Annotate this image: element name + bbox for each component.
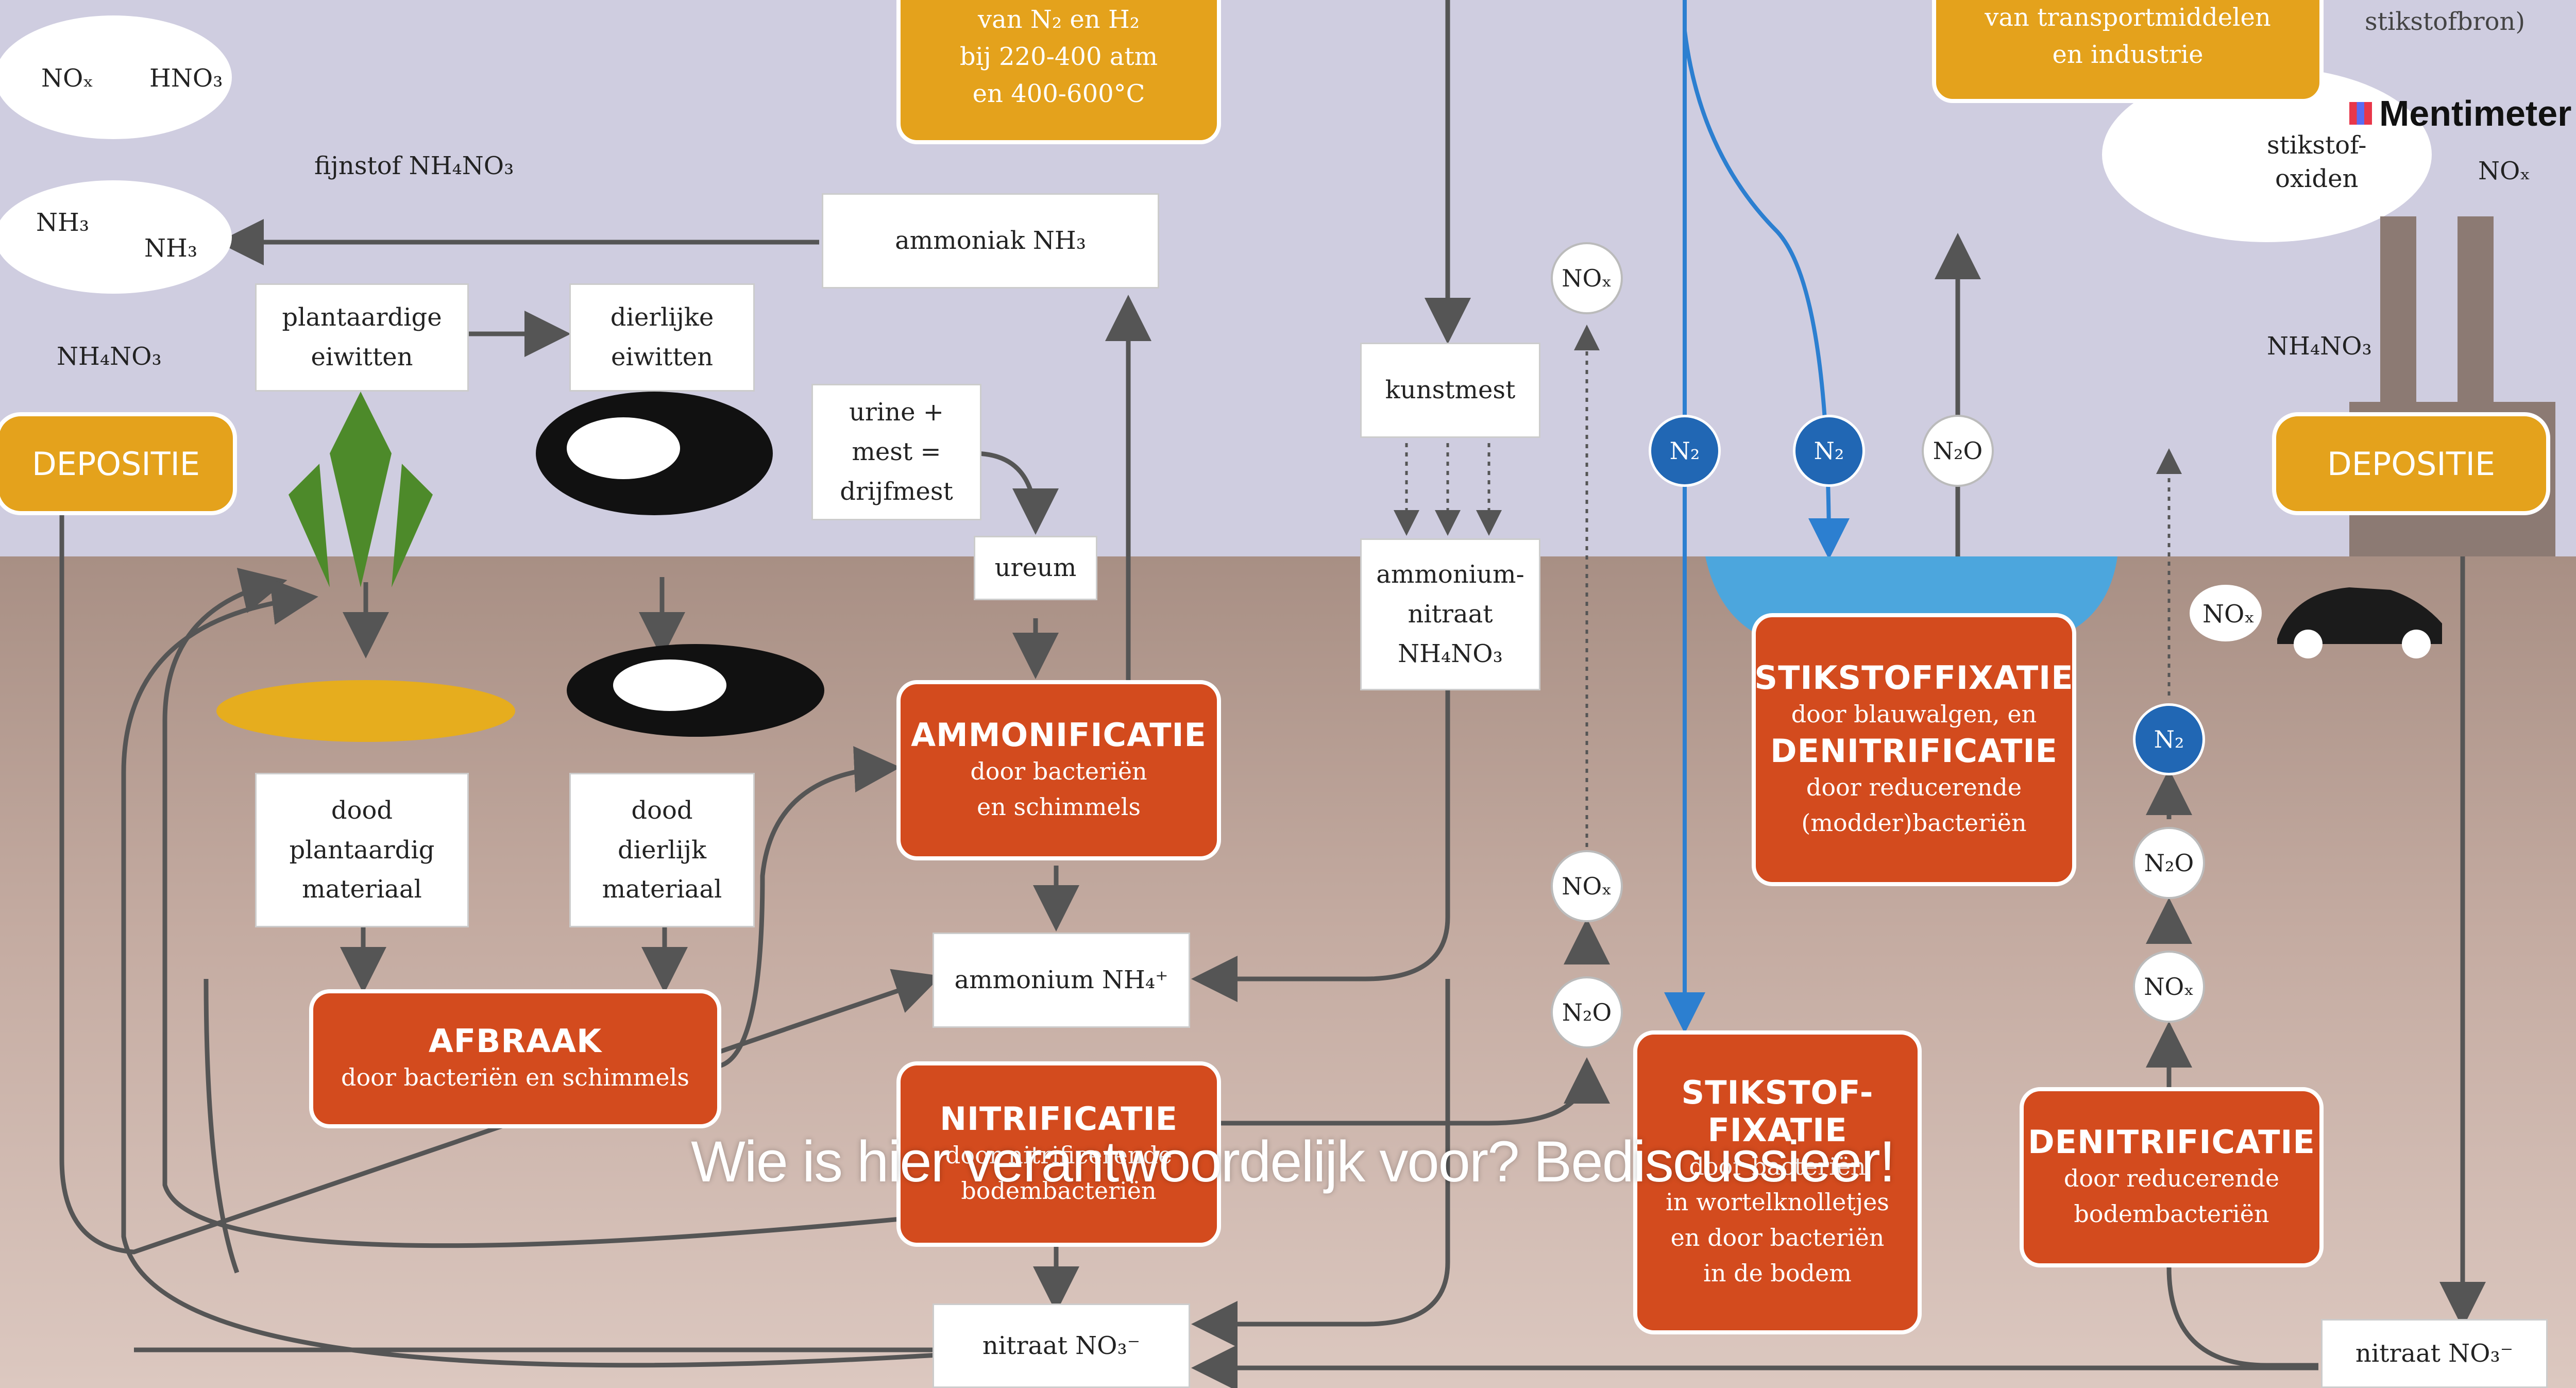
- ammonificatie-sub-2: en schimmels: [977, 792, 1141, 821]
- ammoniumnitraat-box: ammonium- nitraat NH₄NO₃: [1360, 538, 1540, 690]
- stikstofoxiden-line-2: oxiden: [2275, 164, 2359, 193]
- ammoniak-box: ammoniak NH₃: [822, 193, 1159, 289]
- transport-line-1: van transportmiddelen: [1985, 3, 2271, 32]
- mentimeter-logo: Mentimeter: [2349, 93, 2571, 134]
- dood-dier-line-1: dood: [631, 795, 693, 825]
- discussion-question-overlay: Wie is hier verantwoordelijk voor? Bedis…: [691, 1129, 1895, 1194]
- water-fixatie-title: STIKSTOFFIXATIE: [1754, 658, 2074, 697]
- urine-mest-line-3: drijfmest: [840, 477, 953, 506]
- ammoniumnitraat-line-1: ammonium-: [1376, 560, 1524, 589]
- dood-plant-line-1: dood: [331, 795, 393, 825]
- haber-line-2: bij 220-400 atm: [959, 42, 1158, 71]
- ammonificatie-title: AMMONIFICATIE: [911, 716, 1207, 754]
- nh4no3-label: NH₄NO₃: [57, 342, 162, 371]
- n2o-circle-top: N₂O: [1922, 415, 1994, 487]
- dood-plantaardig-box: dood plantaardig materiaal: [255, 773, 469, 927]
- haber-line-3: en 400-600°C: [972, 79, 1145, 108]
- haber-line-1: van N₂ en H₂: [977, 5, 1140, 34]
- depositie-right: DEPOSITIE: [2272, 412, 2550, 515]
- car-nox-label: NOₓ: [2202, 600, 2255, 629]
- cloud-nh4no3-label: NH₄NO₃: [2267, 332, 2372, 361]
- transport-line-2: en industrie: [2052, 40, 2204, 69]
- stikstoffixatie-box: STIKSTOF- FIXATIE door bacteriën in wort…: [1633, 1030, 1922, 1334]
- dood-dierlijk-box: dood dierlijk materiaal: [569, 773, 755, 927]
- stikstofoxiden-label: stikstof- oxiden: [2267, 129, 2366, 196]
- nox-circle-mid: NOₓ: [1551, 850, 1623, 922]
- urine-mest-line-2: mest =: [852, 437, 941, 467]
- nox-label: NOₓ: [41, 64, 94, 93]
- stikstoffixatie-title-1: STIKSTOF-: [1681, 1074, 1874, 1111]
- denitrificatie-box: DENITRIFICATIE door reducerende bodembac…: [2020, 1087, 2324, 1267]
- ammonificatie-box: AMMONIFICATIE door bacteriën en schimmel…: [896, 680, 1221, 860]
- nitraat-center-box: nitraat NO₃⁻: [933, 1304, 1190, 1388]
- depositie-left: DEPOSITIE: [0, 412, 237, 515]
- dood-plant-line-2: plantaardig: [289, 835, 435, 865]
- ammoniumnitraat-line-3: NH₄NO₃: [1398, 639, 1503, 668]
- denitrificatie-sub-2: bodembacteriën: [2074, 1199, 2269, 1228]
- stikstofbron-label: stikstofbron): [2365, 7, 2526, 36]
- mentimeter-bars-icon: [2349, 102, 2372, 125]
- n2-circle-a: N₂: [1649, 415, 1721, 487]
- nitrificatie-sub-1: door nitrificerende: [945, 1141, 1173, 1169]
- nitrificatie-box: NITRIFICATIE door nitrificerende bodemba…: [896, 1061, 1221, 1247]
- dood-dier-line-2: dierlijk: [617, 835, 707, 865]
- hno3-label: HNO₃: [149, 64, 223, 93]
- plantaardige-eiwitten-box: plantaardige eiwitten: [255, 283, 469, 392]
- kunstmest-box: kunstmest: [1360, 343, 1540, 438]
- dood-dier-line-3: materiaal: [602, 875, 722, 904]
- nox-circle-right: NOₓ: [2133, 951, 2205, 1023]
- ammonium-box: ammonium NH₄⁺: [933, 933, 1190, 1028]
- mentimeter-brand-text: Mentimeter: [2379, 93, 2572, 133]
- n2o-circle-right: N₂O: [2133, 827, 2205, 899]
- stikstoffixatie-sub-3: en door bacteriën: [1670, 1224, 1885, 1251]
- haber-bosch-box: van N₂ en H₂ bij 220-400 atm en 400-600°…: [896, 0, 1221, 144]
- transport-industrie-box: van transportmiddelen en industrie: [1932, 0, 2324, 103]
- ammonificatie-sub-1: door bacteriën: [970, 757, 1147, 785]
- afbraak-box: AFBRAAK door bacteriën en schimmels: [309, 989, 721, 1128]
- stikstofoxiden-line-1: stikstof-: [2267, 131, 2367, 160]
- stikstoffixatie-sub-2: in wortelknolletjes: [1666, 1188, 1889, 1216]
- afbraak-sub: door bacteriën en schimmels: [341, 1063, 689, 1091]
- nitraat-right-box: nitraat NO₃⁻: [2321, 1319, 2548, 1388]
- ureum-box: ureum: [974, 536, 1097, 600]
- urine-mest-line-1: urine +: [849, 398, 944, 427]
- n2o-circle-low: N₂O: [1551, 976, 1623, 1048]
- plantaardige-eiwitten-line-2: eiwitten: [311, 343, 413, 371]
- urine-mest-box: urine + mest = drijfmest: [811, 384, 981, 520]
- n2-circle-b: N₂: [1793, 415, 1865, 487]
- fijnstof-label: fijnstof NH₄NO₃: [314, 151, 514, 180]
- plantaardige-eiwitten-line-1: plantaardige: [282, 303, 442, 332]
- water-denitrificatie-sub-2: (modder)bacteriën: [1801, 808, 2027, 837]
- nitrificatie-title: NITRIFICATIE: [940, 1099, 1178, 1138]
- cloud-nox-label: NOₓ: [2478, 157, 2531, 185]
- stikstoffixatie-sub-4: in de bodem: [1703, 1259, 1852, 1287]
- water-fixatie-sub: door blauwalgen, en: [1791, 700, 2037, 728]
- afbraak-title: AFBRAAK: [428, 1022, 602, 1060]
- denitrificatie-title: DENITRIFICATIE: [2028, 1123, 2315, 1161]
- stikstoffixatie-sub-1: door bacteriën: [1689, 1153, 1866, 1180]
- stikstoffixatie-denitrificatie-box: STIKSTOFFIXATIE door blauwalgen, en DENI…: [1752, 613, 2076, 886]
- stikstoffixatie-title-2: FIXATIE: [1707, 1111, 1848, 1149]
- dierlijke-eiwitten-line-2: eiwitten: [611, 343, 714, 371]
- nitrificatie-sub-2: bodembacteriën: [961, 1176, 1157, 1205]
- nh3-label-b: NH₃: [144, 234, 198, 263]
- n2-circle-right: N₂: [2133, 703, 2205, 775]
- water-denitrificatie-sub-1: door reducerende: [1806, 773, 2022, 801]
- denitrificatie-sub-1: door reducerende: [2063, 1164, 2280, 1192]
- nox-circle-high: NOₓ: [1551, 242, 1623, 314]
- ammoniumnitraat-line-2: nitraat: [1408, 600, 1493, 629]
- dood-plant-line-3: materiaal: [302, 875, 422, 904]
- nh3-label-a: NH₃: [36, 208, 90, 237]
- dierlijke-eiwitten-line-1: dierlijke: [610, 303, 714, 332]
- dierlijke-eiwitten-box: dierlijke eiwitten: [569, 283, 755, 392]
- water-denitrificatie-title: DENITRIFICATIE: [1770, 732, 2058, 770]
